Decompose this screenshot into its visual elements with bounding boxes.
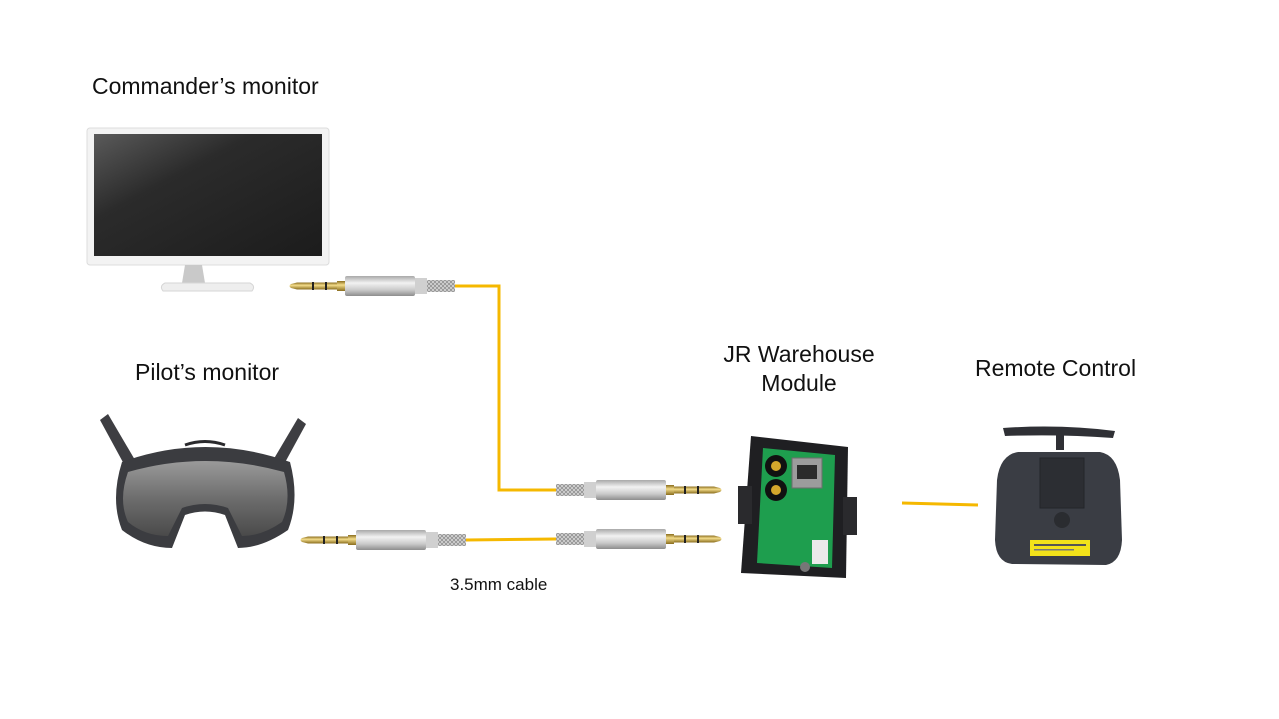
plug-pilot — [300, 530, 466, 550]
pilot-goggles-image — [100, 414, 306, 548]
plug-module-lower — [556, 529, 722, 549]
plug-module-upper — [556, 480, 722, 500]
jr-warehouse-module-image — [738, 436, 857, 578]
plug-commander — [289, 276, 455, 296]
remote-control-label: Remote Control — [975, 355, 1137, 381]
pilot-monitor-label: Pilot’s monitor — [135, 359, 280, 385]
jr-module-label-line1: JR Warehouse — [723, 341, 875, 367]
cable-pilot-to-module — [465, 537, 557, 542]
commander-monitor-image — [86, 127, 330, 292]
remote-control-image — [995, 426, 1122, 565]
cable-commander-to-module — [455, 284, 556, 492]
link-module-to-remote — [901, 501, 979, 507]
jr-module-label-line2: Module — [761, 370, 837, 396]
commander-monitor-label: Commander’s monitor — [92, 73, 319, 99]
cable-label: 3.5mm cable — [450, 575, 548, 594]
